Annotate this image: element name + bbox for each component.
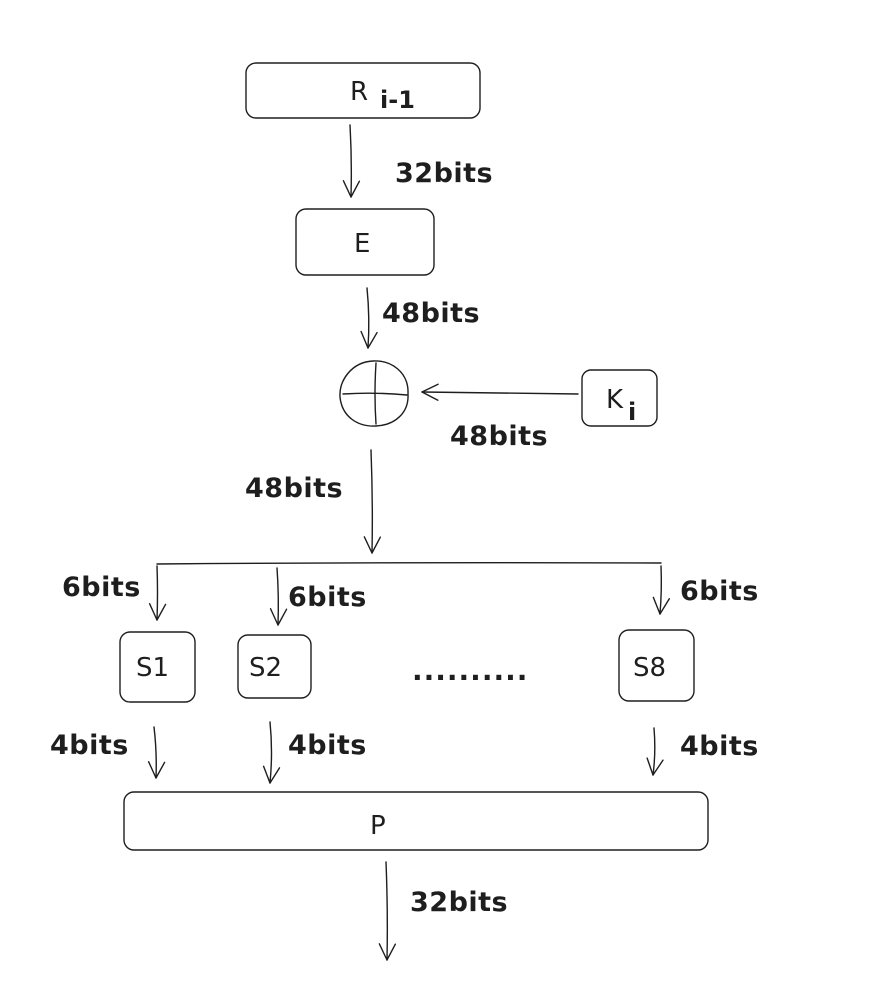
sbox-s1: S1 [119,631,196,703]
label-p-out: 32bits [410,887,508,918]
sbox-ellipsis: .......... [412,654,528,687]
sbox-s2: S2 [237,634,312,699]
label-s8-in: 6bits [680,576,759,607]
s1-label: S1 [136,653,169,683]
e-block-label: E [354,229,370,259]
label-s8-out: 4bits [680,731,759,762]
p-block-label: P [370,811,386,841]
label-xor-out: 48bits [245,473,343,504]
label-e-to-xor: 48bits [382,298,480,329]
arrow-s1-to-p [147,726,166,779]
split-bus-line [156,561,662,565]
label-s1-out: 4bits [50,730,129,761]
xor-operator [339,360,409,427]
arrow-s2-to-p [262,721,281,784]
label-k-to-xor: 48bits [450,421,548,452]
subkey-block: K i [581,369,658,427]
arrow-bus-to-s2 [269,567,288,626]
label-r-to-e: 32bits [395,158,493,189]
permutation-block: P [123,791,709,851]
k-block-subscript: i [628,398,636,426]
arrow-bus-to-s8 [652,565,671,615]
arrow-bus-to-s1 [148,565,167,621]
label-s2-in: 6bits [288,582,367,613]
s8-label: S8 [633,653,666,683]
arrow-e-to-xor [360,287,378,349]
sbox-s8: S8 [618,629,695,702]
r-block-label: R [350,77,368,107]
label-s1-in: 6bits [62,572,141,603]
arrow-r-to-e [342,124,361,198]
arrow-k-to-xor [421,383,579,401]
k-block-label: K [606,385,624,415]
arrow-xor-to-split [363,449,382,554]
arrow-s8-to-p [646,727,664,776]
r-block-subscript: i-1 [380,86,415,114]
label-s2-out: 4bits [288,730,367,761]
r-input-block: R i-1 [245,62,481,119]
s2-label: S2 [249,653,282,683]
arrow-p-output [378,861,397,961]
expansion-block: E [295,208,435,276]
